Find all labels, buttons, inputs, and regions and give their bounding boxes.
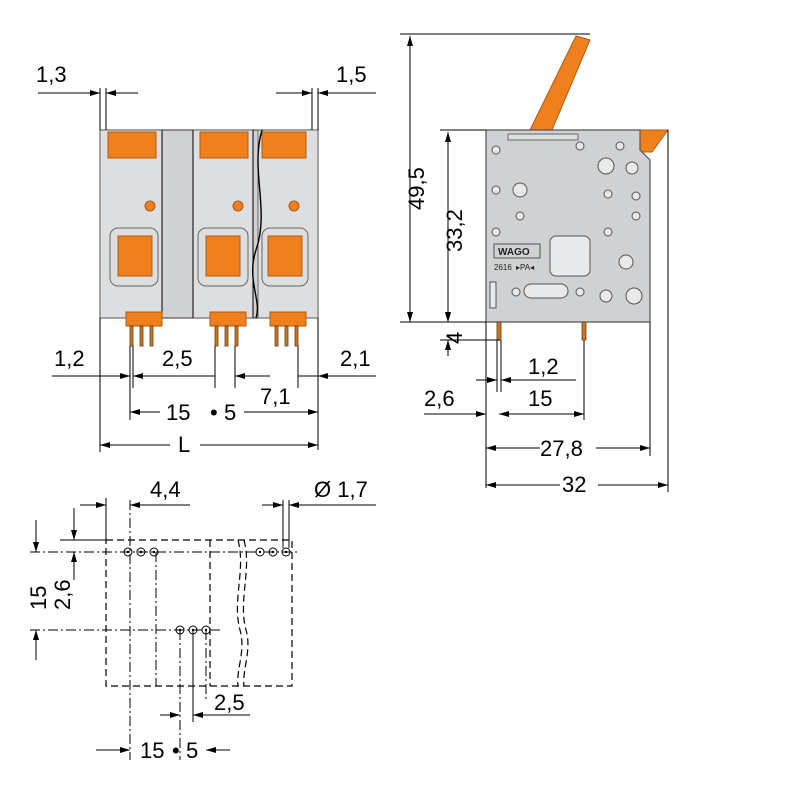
- side-lever: [529, 35, 591, 131]
- dim-49-5: 49,5: [404, 167, 429, 210]
- dim-1-3: 1,3: [36, 62, 67, 87]
- side-pin-front: [496, 321, 502, 341]
- front-pins: [129, 325, 299, 347]
- dim-pitch-sep: •: [210, 400, 218, 425]
- clamp-window-1: [117, 235, 153, 277]
- dim-hole-diameter: Ø 1,7: [314, 477, 368, 502]
- dim-2-1: 2,1: [340, 346, 371, 371]
- clamp-window-2: [205, 235, 241, 277]
- front-view: 1,3 1,5 1,2 2,5 2,1 15 • 5 7,1: [36, 62, 376, 457]
- dim-1-2: 1,2: [54, 346, 85, 371]
- dim-fp-pitch-sep: •: [172, 738, 180, 763]
- dim-length-l: L: [178, 432, 190, 457]
- dim-4: 4: [442, 332, 467, 344]
- dim-fp-2-6: 2,6: [50, 579, 75, 610]
- dim-2-5: 2,5: [162, 346, 193, 371]
- footprint-holes: [123, 547, 291, 635]
- side-marking-part: 2616: [494, 263, 512, 272]
- pcb-footprint: 4,4 Ø 1,7 15 2,6 2,5 15 • 5: [26, 477, 376, 763]
- dim-side-1-2: 1,2: [528, 354, 559, 379]
- side-marking-pa: ▸PA◂: [516, 263, 534, 272]
- side-marking-brand: WAGO: [498, 247, 530, 258]
- dim-7-1: 7,1: [260, 384, 291, 409]
- clamp-window-3: [267, 235, 303, 277]
- lever-top-2: [199, 131, 249, 159]
- lever-top-3: [261, 131, 307, 159]
- dim-fp-pitch-5: 5: [186, 738, 198, 763]
- dim-side-15: 15: [528, 386, 552, 411]
- dim-fp-2-5: 2,5: [214, 690, 245, 715]
- side-pin-rear: [581, 321, 587, 341]
- dim-33-2: 33,2: [442, 209, 467, 252]
- dim-32: 32: [562, 472, 586, 497]
- dim-2-6: 2,6: [424, 386, 455, 411]
- dim-27-8: 27,8: [540, 436, 583, 461]
- dim-1-5: 1,5: [336, 62, 367, 87]
- lever-top-1: [107, 131, 157, 159]
- dim-fp-15: 15: [26, 586, 51, 610]
- dim-pitch-15: 15: [166, 400, 190, 425]
- dim-pitch-5: 5: [224, 400, 236, 425]
- side-view: WAGO 2616 ▸PA◂ 49,5 33,2 4 1,2 2,6: [400, 33, 669, 497]
- dim-4-4: 4,4: [150, 477, 181, 502]
- dim-fp-pitch-15: 15: [140, 738, 164, 763]
- footprint-outline: [105, 539, 293, 687]
